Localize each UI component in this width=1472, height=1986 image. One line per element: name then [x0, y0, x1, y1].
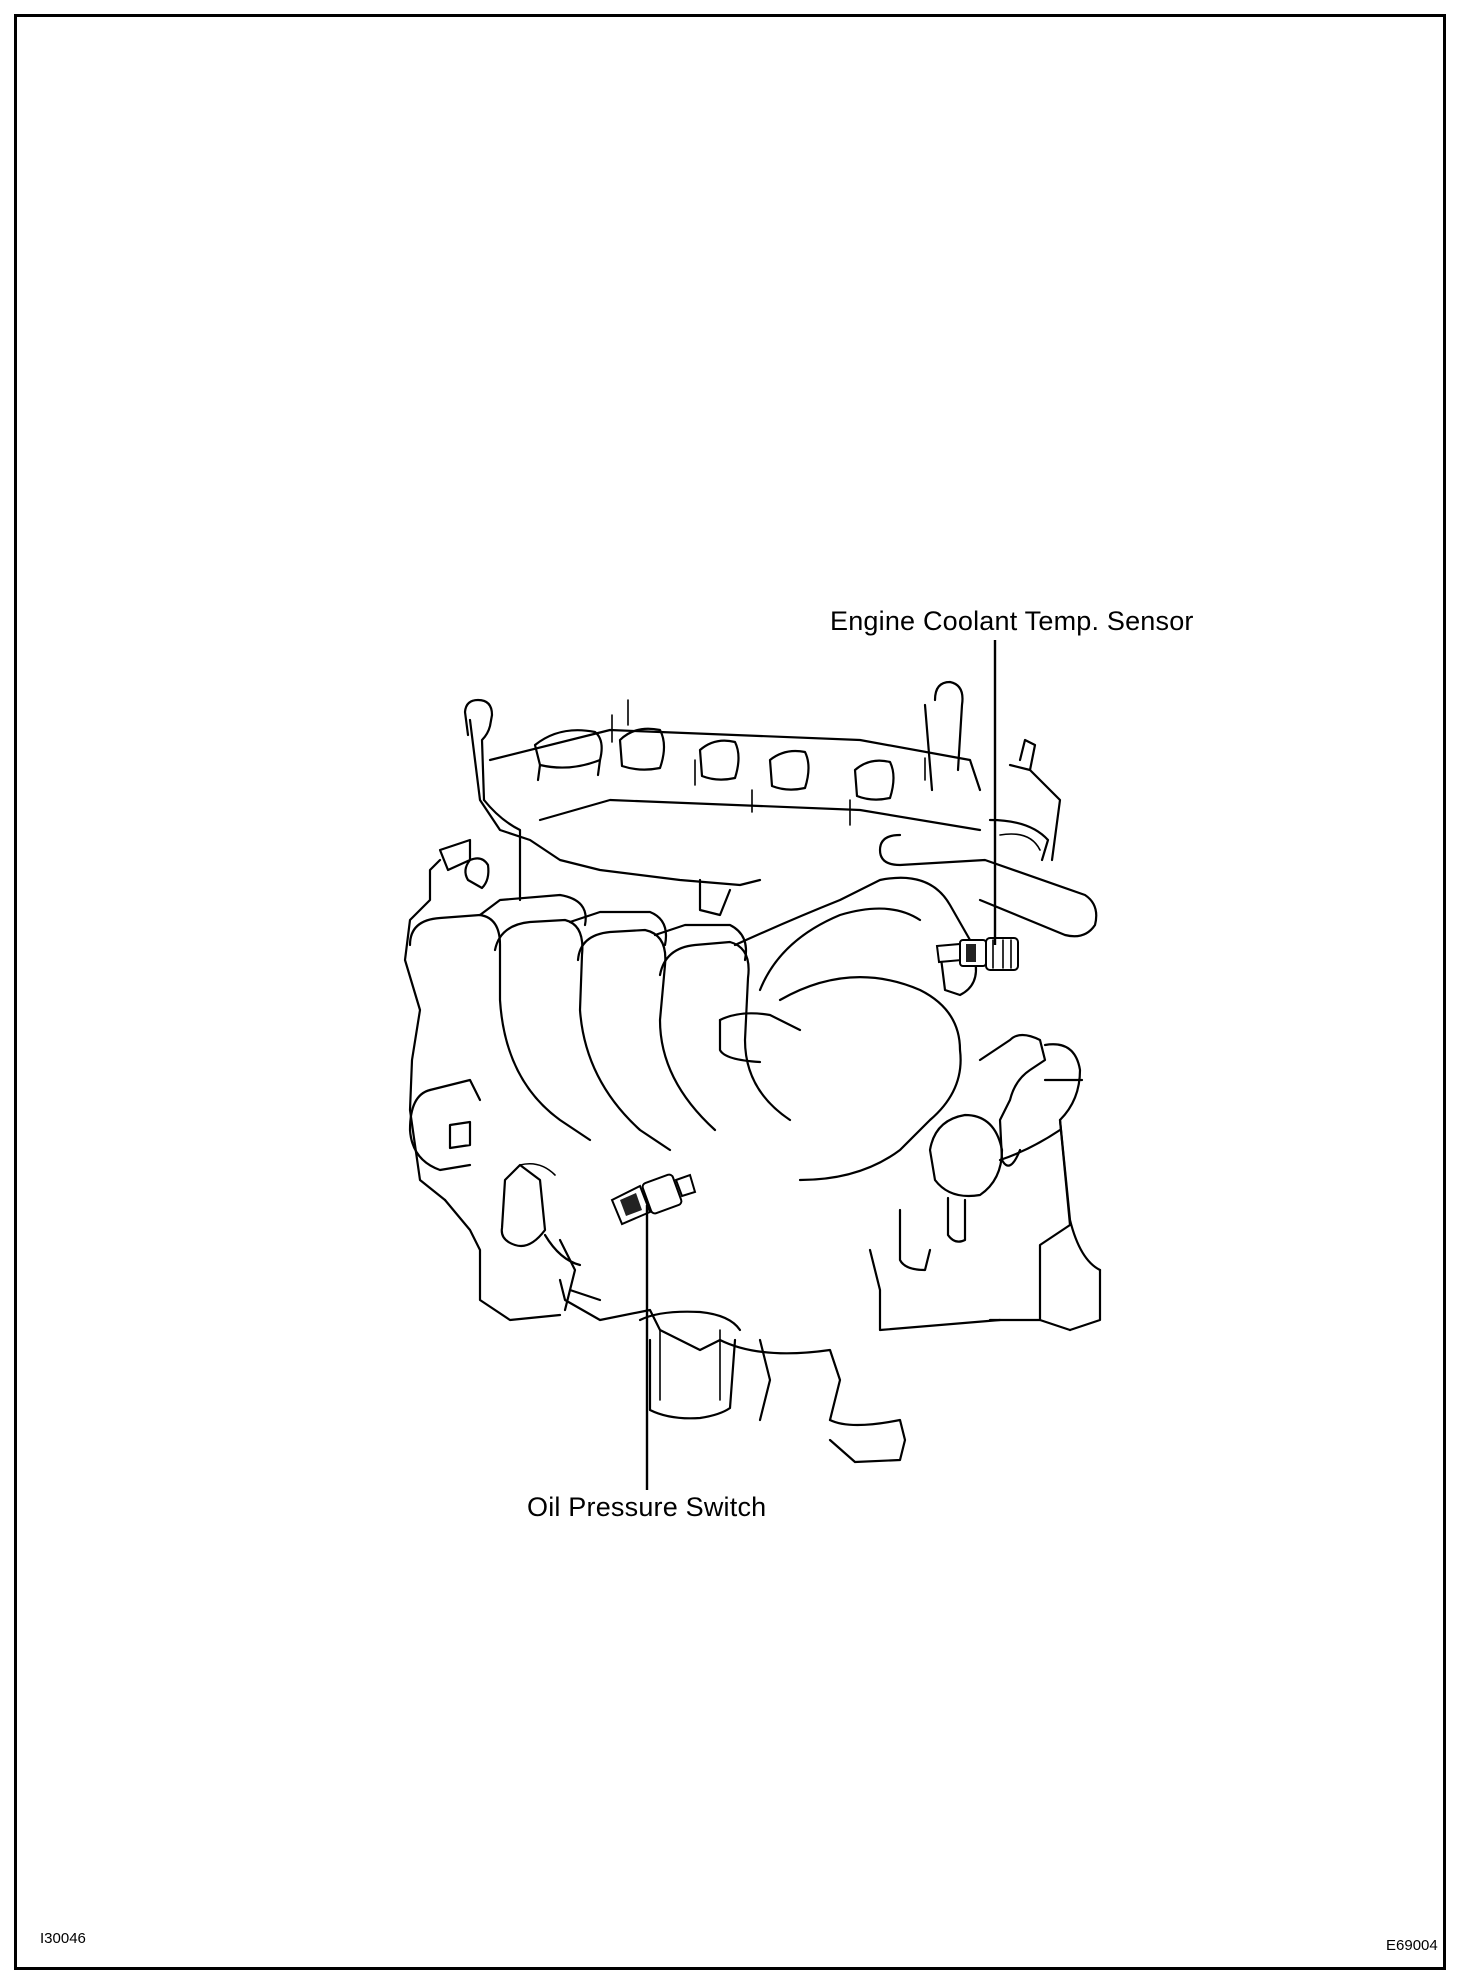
oil-pressure-switch-label: Oil Pressure Switch	[527, 1492, 767, 1522]
figure-code-right: E69004	[1386, 1937, 1438, 1954]
coolant-temp-sensor-part	[935, 937, 1019, 971]
engine-block-outline	[403, 680, 1102, 1464]
figure-code-left: I30046	[40, 1930, 86, 1947]
diagram-frame	[14, 14, 1446, 1970]
oil-pressure-switch-part	[610, 1173, 697, 1226]
coolant-temp-sensor-label: Engine Coolant Temp. Sensor	[830, 606, 1194, 636]
